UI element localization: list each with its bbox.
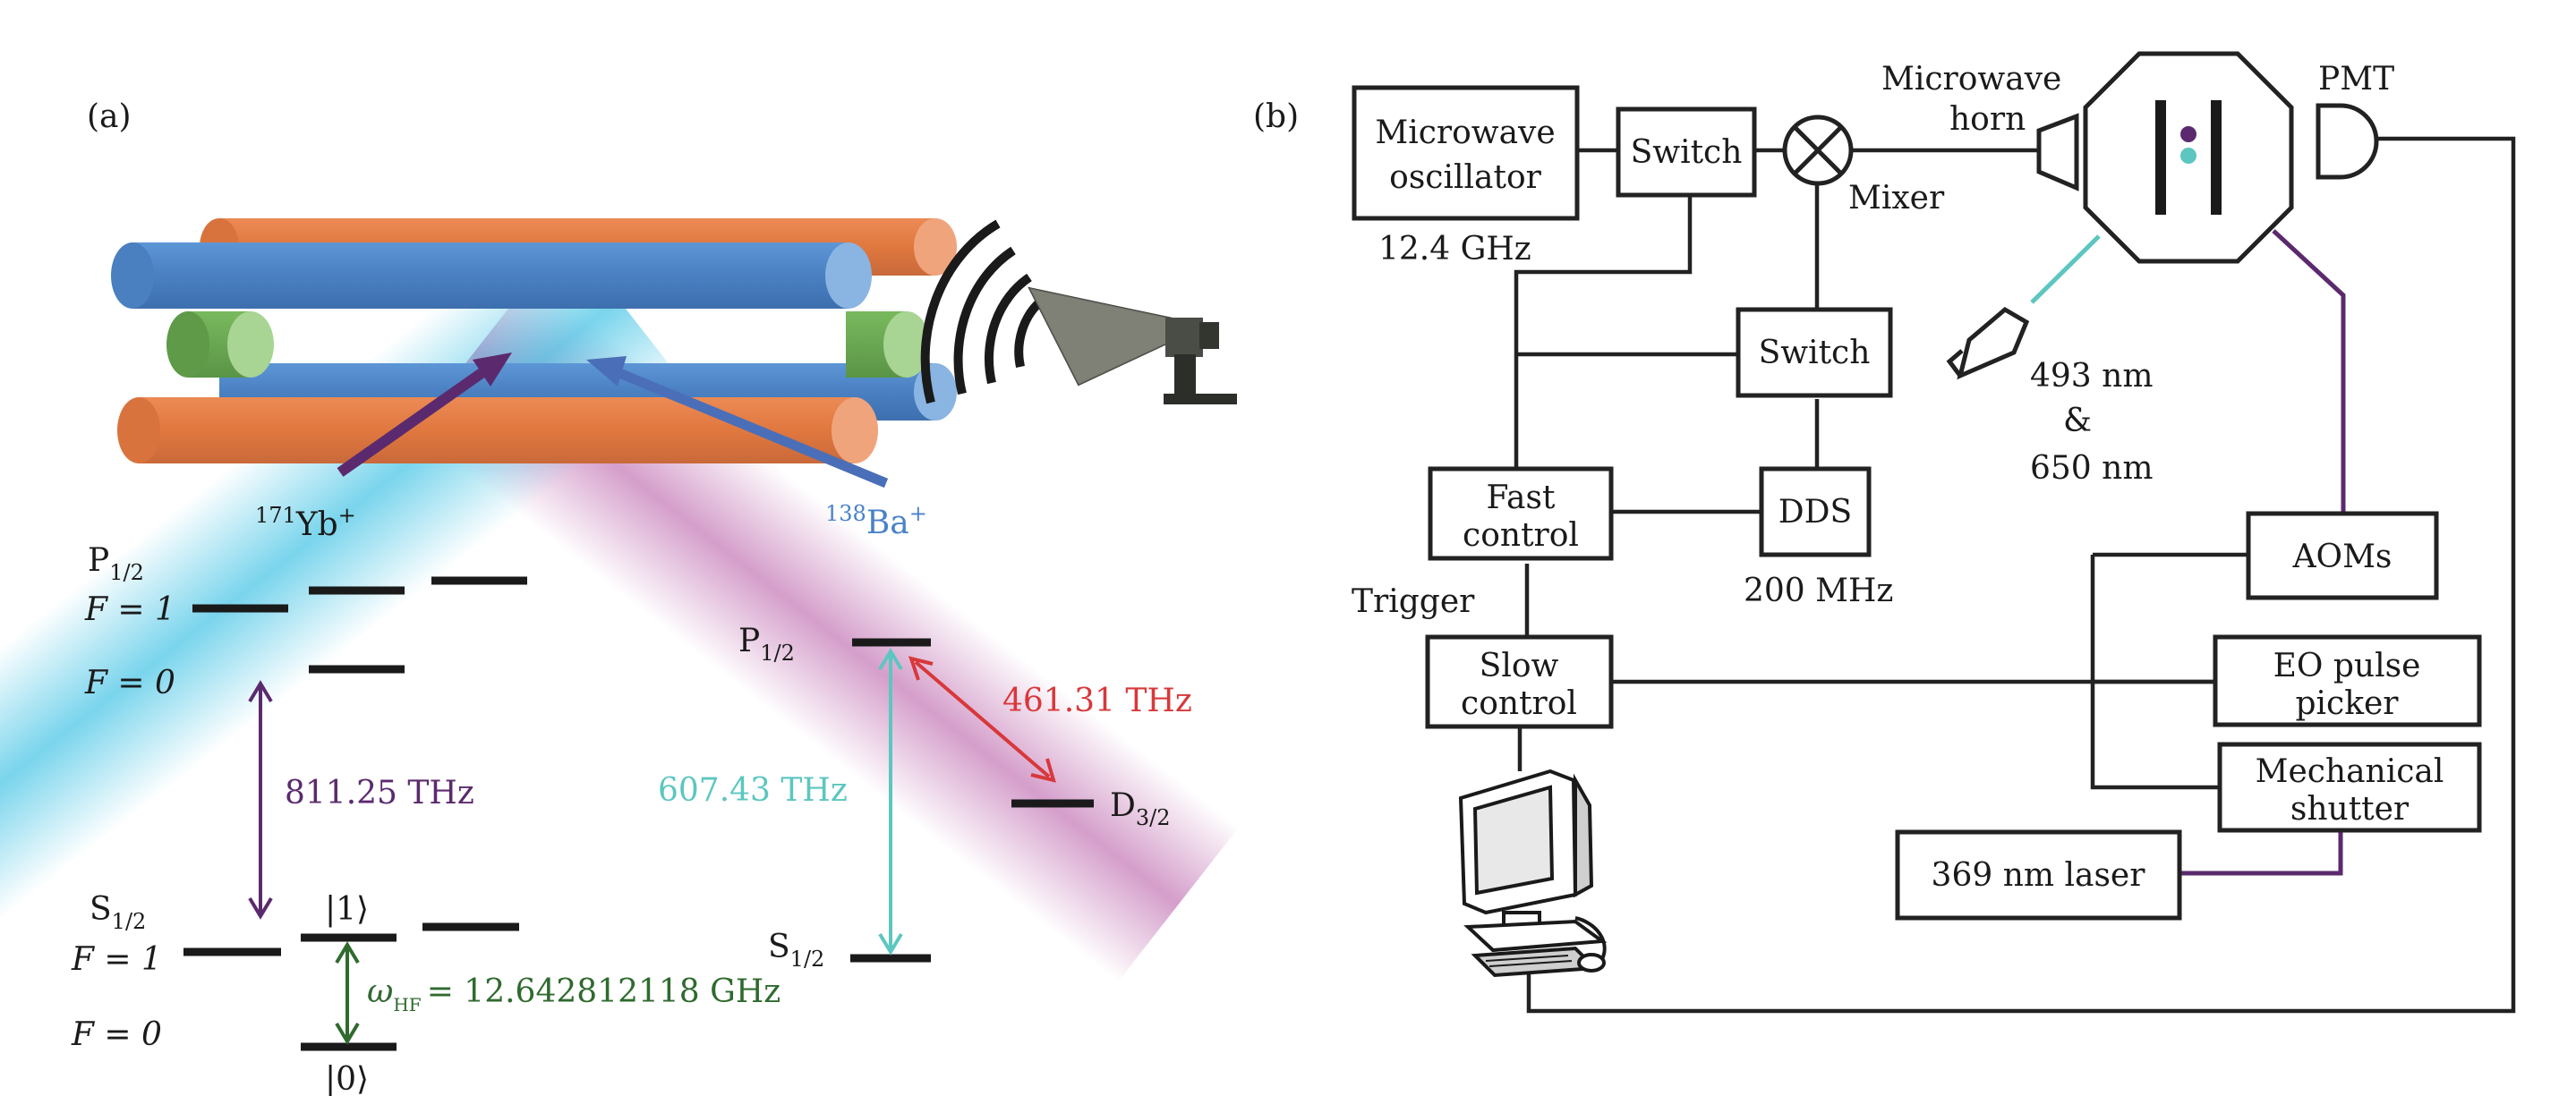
hf-arrow-bottom-icon bbox=[335, 1022, 360, 1045]
purple-fiber bbox=[2272, 229, 2346, 514]
yb-s-f1-label: F = 1 bbox=[71, 941, 162, 978]
teal-fiber bbox=[2030, 234, 2101, 304]
ba-red-freq: 461.31 THz bbox=[1002, 683, 1192, 719]
pmt-label: PMT bbox=[2318, 61, 2394, 98]
endcap-right bbox=[846, 311, 930, 378]
slow-control-label-2: control bbox=[1461, 685, 1577, 722]
panel-b-tag: (b) bbox=[1253, 98, 1299, 135]
yb-arrow-bottom-icon bbox=[248, 896, 273, 920]
yb-s-label: S1/2 bbox=[90, 891, 146, 934]
slow-control-box bbox=[1425, 634, 1614, 729]
yb-ion-icon bbox=[2180, 126, 2196, 142]
fast-control-label-1: Fast bbox=[1487, 480, 1556, 516]
ba-ion-icon bbox=[2180, 148, 2196, 164]
hf-frequency-label: ωHF= 12.642812118 GHz bbox=[367, 973, 780, 1015]
ba-level-diagram: P1/2 S1/2 D3/2 607.43 THz 461.31 THz bbox=[658, 623, 1192, 972]
vacuum-chamber bbox=[2083, 51, 2294, 264]
mixer-label: Mixer bbox=[1848, 180, 1945, 217]
ba-s-label: S1/2 bbox=[768, 929, 824, 972]
yb-freq-label: 811.25 THz bbox=[285, 775, 474, 811]
ba-d-label: D3/2 bbox=[1110, 787, 1171, 830]
microwave-horn-icon bbox=[2036, 113, 2079, 191]
switch-1-label: Switch bbox=[1631, 134, 1743, 171]
ba-laser-arrow bbox=[606, 363, 889, 489]
dds-box bbox=[1759, 466, 1872, 557]
yb-level-diagram: P1/2 F = 1 F = 0 811.25 THz S1/2 F = 1 F… bbox=[71, 542, 780, 1096]
ba-arrowhead-icon bbox=[586, 356, 627, 387]
microwave-horn-icon bbox=[1028, 286, 1237, 404]
yb-s-f0-label: F = 0 bbox=[71, 1016, 162, 1053]
aoms-label: AOMs bbox=[2292, 539, 2393, 575]
switch-box-1 bbox=[1616, 106, 1757, 198]
switch-box-2 bbox=[1736, 307, 1893, 398]
aoms-box bbox=[2246, 511, 2439, 600]
ba-p-label: P1/2 bbox=[738, 623, 795, 666]
yb-ket1-label: |1⟩ bbox=[325, 891, 369, 928]
eo-label-2: picker bbox=[2295, 685, 2399, 722]
connection-wires bbox=[1514, 136, 2516, 1014]
mixer-icon bbox=[1782, 115, 1854, 186]
yb-arrowhead-icon bbox=[473, 353, 512, 387]
ba-teal-arrow-top-icon bbox=[878, 648, 903, 671]
yb-p-label: P1/2 bbox=[88, 542, 144, 585]
rod-orange-front bbox=[117, 397, 878, 463]
microwave-oscillator-box bbox=[1352, 85, 1580, 221]
rod-blue-front bbox=[111, 242, 872, 309]
dds-freq: 200 MHz bbox=[1744, 573, 1893, 609]
eo-label-1: EO pulse bbox=[2273, 648, 2421, 684]
mechanical-shutter-box bbox=[2217, 742, 2482, 833]
ba-red-arrow-bottom-icon bbox=[1030, 758, 1056, 783]
ba-ion-label: 138Ba+ bbox=[825, 501, 927, 541]
ion-trap-rods bbox=[111, 218, 957, 463]
laser-369-label: 369 nm laser bbox=[1932, 857, 2146, 894]
yb-p-f0-label: F = 0 bbox=[84, 665, 175, 701]
panel-a-tag: (a) bbox=[87, 98, 132, 135]
oscillator-label-1: Microwave bbox=[1375, 115, 1555, 151]
fast-control-box bbox=[1428, 466, 1614, 561]
horn-label-1: Microwave bbox=[1881, 61, 2061, 98]
ba-teal-arrow-bottom-icon bbox=[878, 932, 903, 956]
mech-label-1: Mechanical bbox=[2256, 753, 2444, 790]
horn-label-2: horn bbox=[1949, 101, 2026, 138]
laser-369-box bbox=[1895, 829, 2182, 921]
ba-teal-freq: 607.43 THz bbox=[658, 772, 848, 809]
switch-2-label: Switch bbox=[1759, 335, 1871, 371]
laser-fiber bbox=[2179, 830, 2343, 876]
eo-pulse-picker-box bbox=[2213, 634, 2482, 727]
dds-label: DDS bbox=[1778, 494, 1852, 531]
wavelength-1: 493 nm bbox=[2030, 358, 2153, 395]
microwave-waves bbox=[920, 219, 1046, 404]
fast-control-label-2: control bbox=[1463, 517, 1579, 554]
oscillator-label-2: oscillator bbox=[1389, 159, 1541, 196]
yb-arrow-top-icon bbox=[248, 680, 273, 703]
fiber-coupler-icon bbox=[1946, 306, 2030, 380]
ba-red-arrow-top-icon bbox=[908, 656, 934, 681]
yb-ion-label: 171Yb+ bbox=[255, 503, 356, 543]
trigger-label: Trigger bbox=[1352, 583, 1475, 620]
yb-ket0-label: |0⟩ bbox=[325, 1061, 369, 1096]
slow-control-label-1: Slow bbox=[1480, 648, 1559, 684]
mech-label-2: shutter bbox=[2290, 791, 2410, 828]
yb-laser-arrow bbox=[337, 362, 494, 477]
pmt-icon bbox=[2316, 103, 2379, 180]
panel-a: (a) bbox=[0, 98, 1240, 1096]
ba-red-arrow bbox=[914, 660, 1051, 778]
computer-icon bbox=[1458, 769, 1608, 978]
wavelength-2: 650 nm bbox=[2030, 450, 2153, 487]
hf-arrow-top-icon bbox=[335, 941, 360, 964]
yb-p-f1-label: F = 1 bbox=[84, 591, 175, 628]
panel-b: (b) Microwave oscillator 12.4 GHz bbox=[1253, 51, 2516, 1014]
endcap-left bbox=[166, 311, 274, 378]
wavelength-and: & bbox=[2063, 403, 2092, 439]
oscillator-freq: 12.4 GHz bbox=[1378, 231, 1531, 268]
